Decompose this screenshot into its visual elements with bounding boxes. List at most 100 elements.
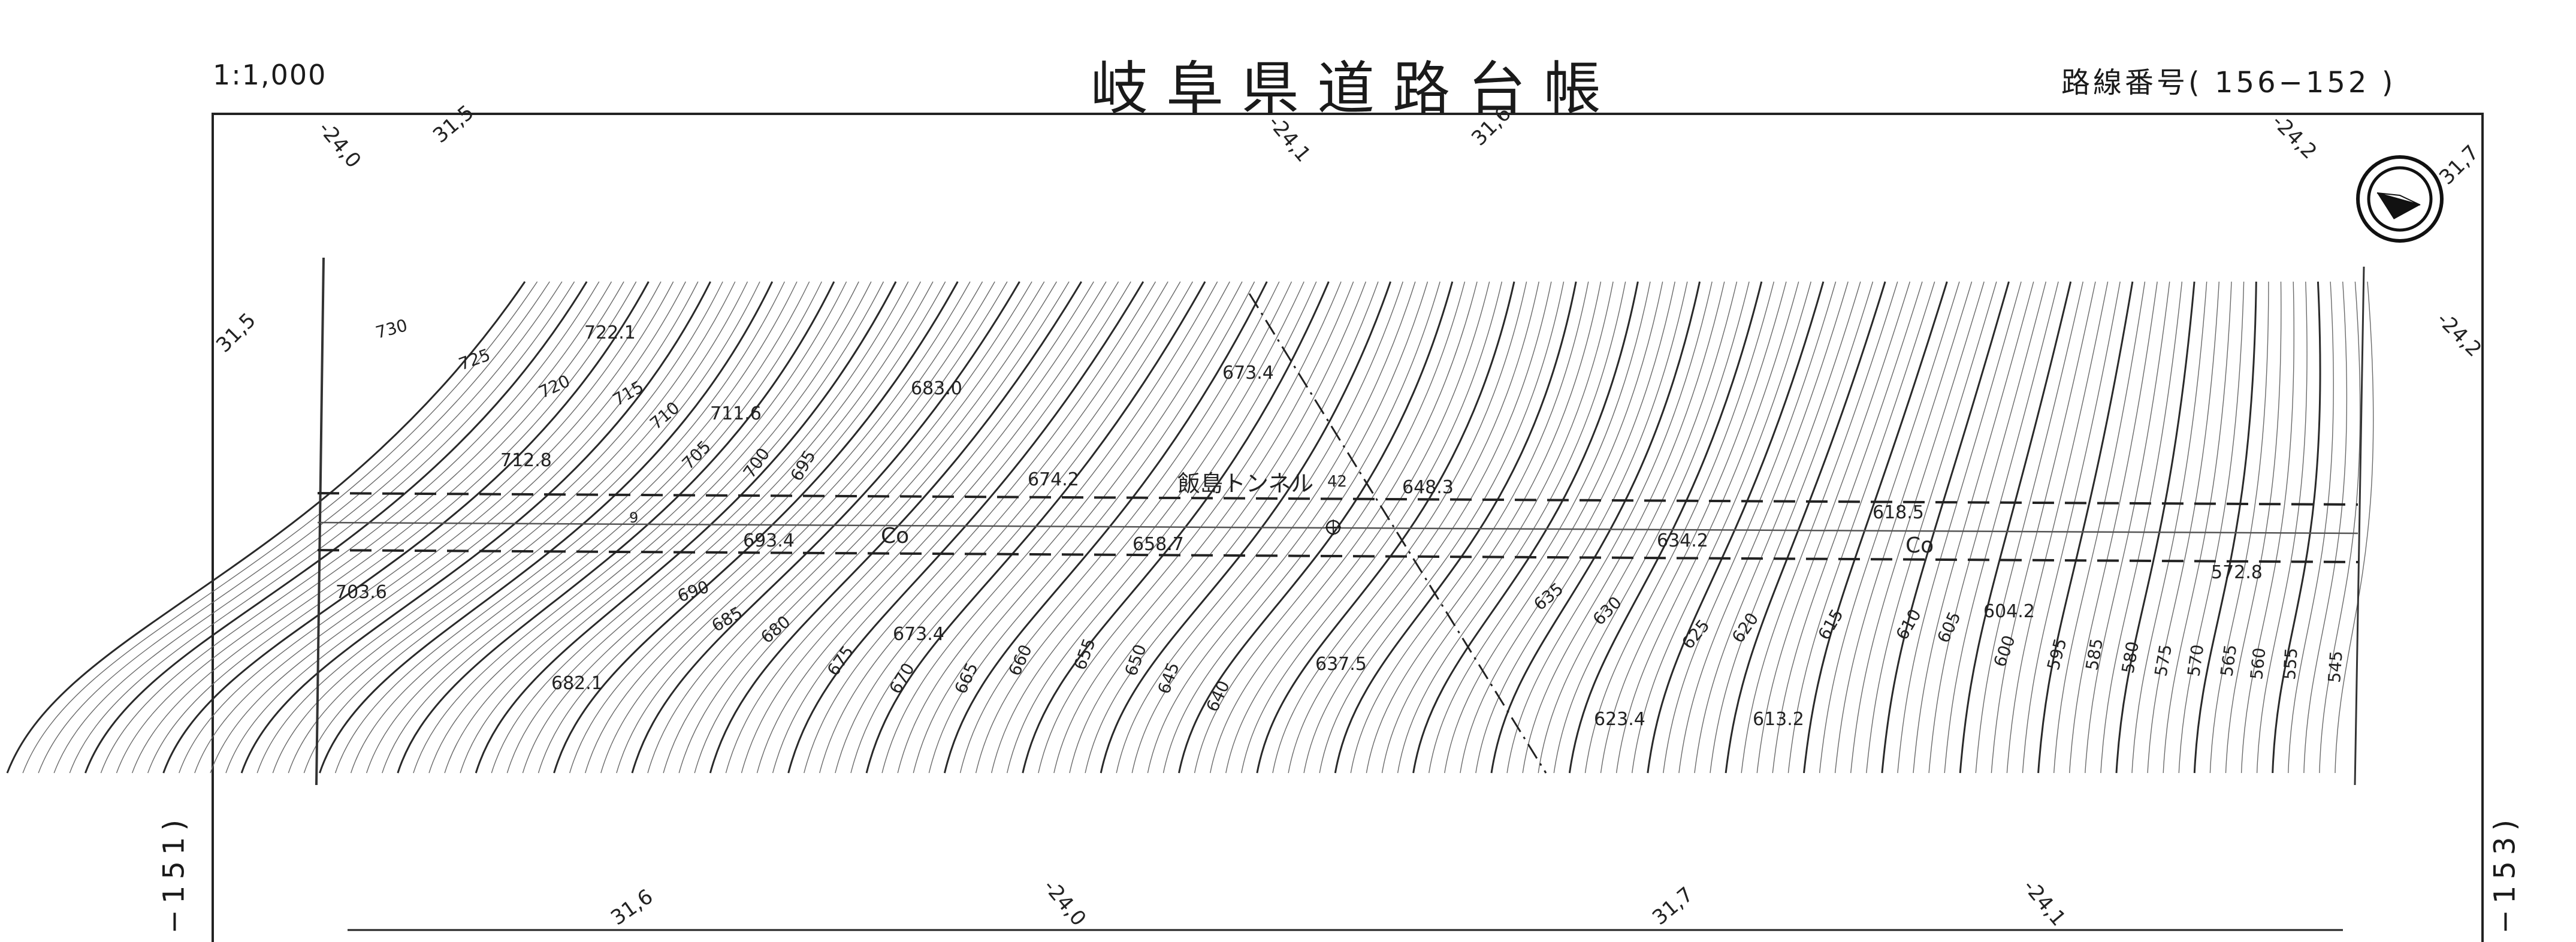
contour-line — [444, 281, 872, 774]
contour-line — [506, 281, 922, 774]
contour-line — [1741, 281, 1898, 774]
contour-line — [694, 281, 1070, 774]
surface-label: Co — [881, 524, 909, 548]
contour-line — [2193, 281, 2257, 774]
tunnel-mark: 42 — [1327, 473, 1347, 491]
contour-line — [1147, 281, 1429, 774]
contour-line — [1787, 281, 1935, 774]
spot-height: 658.7 — [1133, 534, 1184, 555]
contour-label: 560 — [2246, 647, 2269, 681]
contour-line — [1725, 281, 1886, 774]
contour-line — [1366, 281, 1602, 774]
contour-line — [2319, 281, 2361, 774]
contour-line — [2115, 281, 2196, 774]
contour-line — [616, 281, 1008, 774]
contour-label: 585 — [2082, 637, 2107, 672]
contour-label: 715 — [609, 377, 647, 410]
contour-line — [2006, 281, 2109, 774]
contour-label: 630 — [1589, 593, 1626, 629]
grid-label: 31,5 — [212, 309, 261, 358]
contour-line — [116, 281, 612, 774]
contour-line — [162, 281, 650, 774]
contour-line — [1116, 281, 1403, 774]
contour-line — [1131, 281, 1416, 774]
contour-line — [2335, 281, 2374, 774]
contour-line — [1819, 281, 1960, 774]
contour-line — [334, 281, 786, 774]
contour-line — [1803, 281, 1948, 774]
contour-line — [460, 281, 884, 774]
contour-line — [366, 281, 810, 774]
contour-label: 570 — [2184, 643, 2207, 678]
contour-line — [1522, 281, 1725, 774]
road-edge-lower — [317, 549, 2358, 563]
terrain-edge-left — [315, 257, 325, 786]
contour-line — [1038, 281, 1342, 774]
contour-line — [663, 281, 1045, 774]
contour-line — [1710, 281, 1874, 774]
contour-label: 625 — [1678, 615, 1714, 653]
route-number-label: 路線番号( — [2061, 66, 2203, 99]
contour-line — [69, 281, 575, 774]
contour-line — [819, 281, 1168, 774]
contour-line — [1647, 281, 1825, 774]
route-number-field: 路線番号( 156−152 ) — [2061, 59, 2396, 101]
contour-line — [631, 281, 1020, 774]
contour-line — [2209, 281, 2269, 774]
contour-line — [1506, 281, 1713, 774]
contour-line — [1319, 281, 1565, 774]
contour-line — [2100, 281, 2183, 774]
contour-line — [756, 281, 1119, 774]
contour-line — [210, 281, 686, 774]
contour-line — [1663, 281, 1837, 774]
contour-label: 720 — [536, 371, 573, 402]
contour-line — [1241, 281, 1503, 774]
contour-line — [1256, 281, 1515, 774]
page-title: 岐阜県道路台帳 — [1091, 55, 1619, 122]
contour-line — [537, 281, 946, 774]
spot-height: 572.8 — [2211, 562, 2263, 583]
contour-line — [1834, 281, 1973, 774]
spot-height: 623.4 — [1594, 709, 1645, 730]
spot-height: 613.2 — [1753, 709, 1804, 730]
contour-label: 700 — [739, 444, 774, 482]
contour-line — [2256, 281, 2308, 774]
contour-line — [913, 281, 1243, 774]
contour-line — [772, 281, 1131, 774]
contour-label: 610 — [1892, 606, 1925, 644]
contour-line — [2147, 281, 2219, 774]
contour-line — [1584, 281, 1775, 774]
contour-label: 605 — [1933, 609, 1964, 646]
contour-line — [288, 281, 748, 774]
contour-label: 695 — [786, 447, 819, 485]
grid-label: -24,2 — [2267, 110, 2321, 164]
spot-height: 682.1 — [551, 673, 603, 694]
contour-line — [600, 281, 995, 774]
surface-label: Co — [1905, 533, 1934, 558]
contour-line — [1756, 281, 1911, 774]
tunnel-section-line — [1248, 293, 1547, 774]
contour-line — [850, 281, 1194, 774]
contour-line — [1897, 281, 2022, 774]
grid-label: 31,7 — [1648, 883, 1698, 930]
contour-line — [804, 281, 1156, 774]
contour-line — [928, 281, 1255, 774]
contour-line — [225, 281, 699, 774]
contour-line — [1069, 281, 1367, 774]
spot-height: 693.4 — [743, 530, 795, 551]
contour-line — [2225, 281, 2282, 774]
contour-line — [1100, 281, 1392, 774]
contour-line — [2069, 281, 2158, 774]
contour-line — [1460, 281, 1675, 774]
contour-line — [2037, 281, 2134, 774]
contour-line — [1303, 281, 1552, 774]
contour-line — [1022, 281, 1330, 774]
contour-line — [22, 281, 538, 774]
contour-line — [553, 281, 959, 774]
grid-label: -24,2 — [2432, 307, 2486, 361]
contour-line — [569, 281, 971, 774]
contour-line — [1444, 281, 1663, 774]
contour-line — [1334, 281, 1577, 774]
contour-line — [1991, 281, 2096, 774]
contour-line — [2085, 281, 2170, 774]
